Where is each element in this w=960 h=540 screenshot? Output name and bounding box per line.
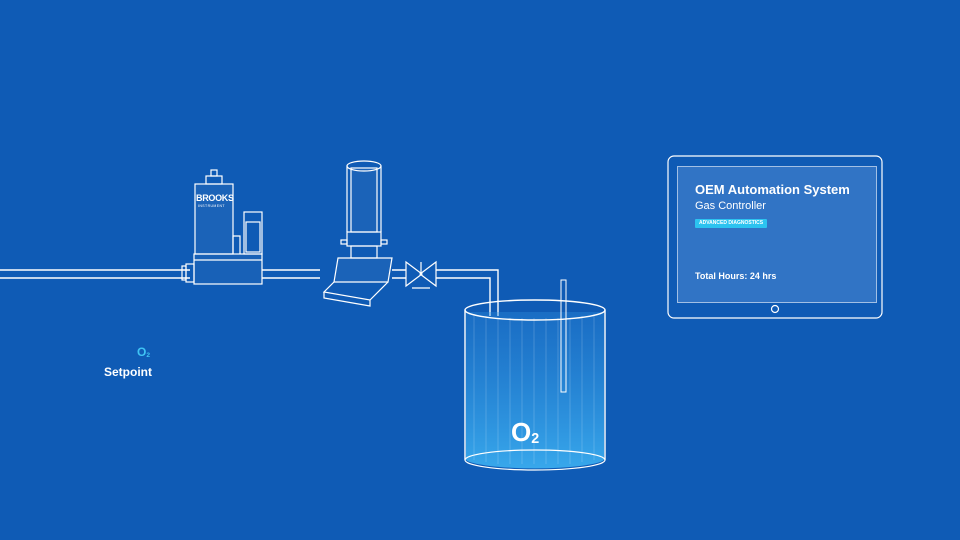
mass-flow-controller-icon xyxy=(181,169,263,285)
advanced-diagnostics-badge[interactable]: ADVANCED DIAGNOSTICS xyxy=(695,219,768,228)
tank-icon xyxy=(464,279,606,471)
flow-meter-icon xyxy=(322,160,393,307)
tank-gas-symbol: O xyxy=(511,417,532,447)
controller-brand: BROOKS xyxy=(196,193,234,203)
controller-brand-sub: INSTRUMENT xyxy=(198,204,225,208)
tank-gas-label: O2 xyxy=(511,417,539,448)
tablet-screen: OEM Automation System Gas Controller ADV… xyxy=(677,166,877,303)
o2-indicator-symbol: O xyxy=(137,345,147,359)
gas-pipe xyxy=(0,269,499,316)
setpoint-label: Setpoint xyxy=(104,365,152,379)
o2-indicator: O2 xyxy=(137,345,150,359)
system-subtitle: Gas Controller xyxy=(695,200,766,212)
tank-gas-subscript: 2 xyxy=(531,431,540,448)
total-hours: Total Hours: 24 hrs xyxy=(695,271,777,281)
system-title: OEM Automation System xyxy=(695,182,850,197)
tablet-icon xyxy=(667,155,883,319)
o2-indicator-subscript: 2 xyxy=(146,351,151,359)
valve-icon xyxy=(405,260,437,289)
